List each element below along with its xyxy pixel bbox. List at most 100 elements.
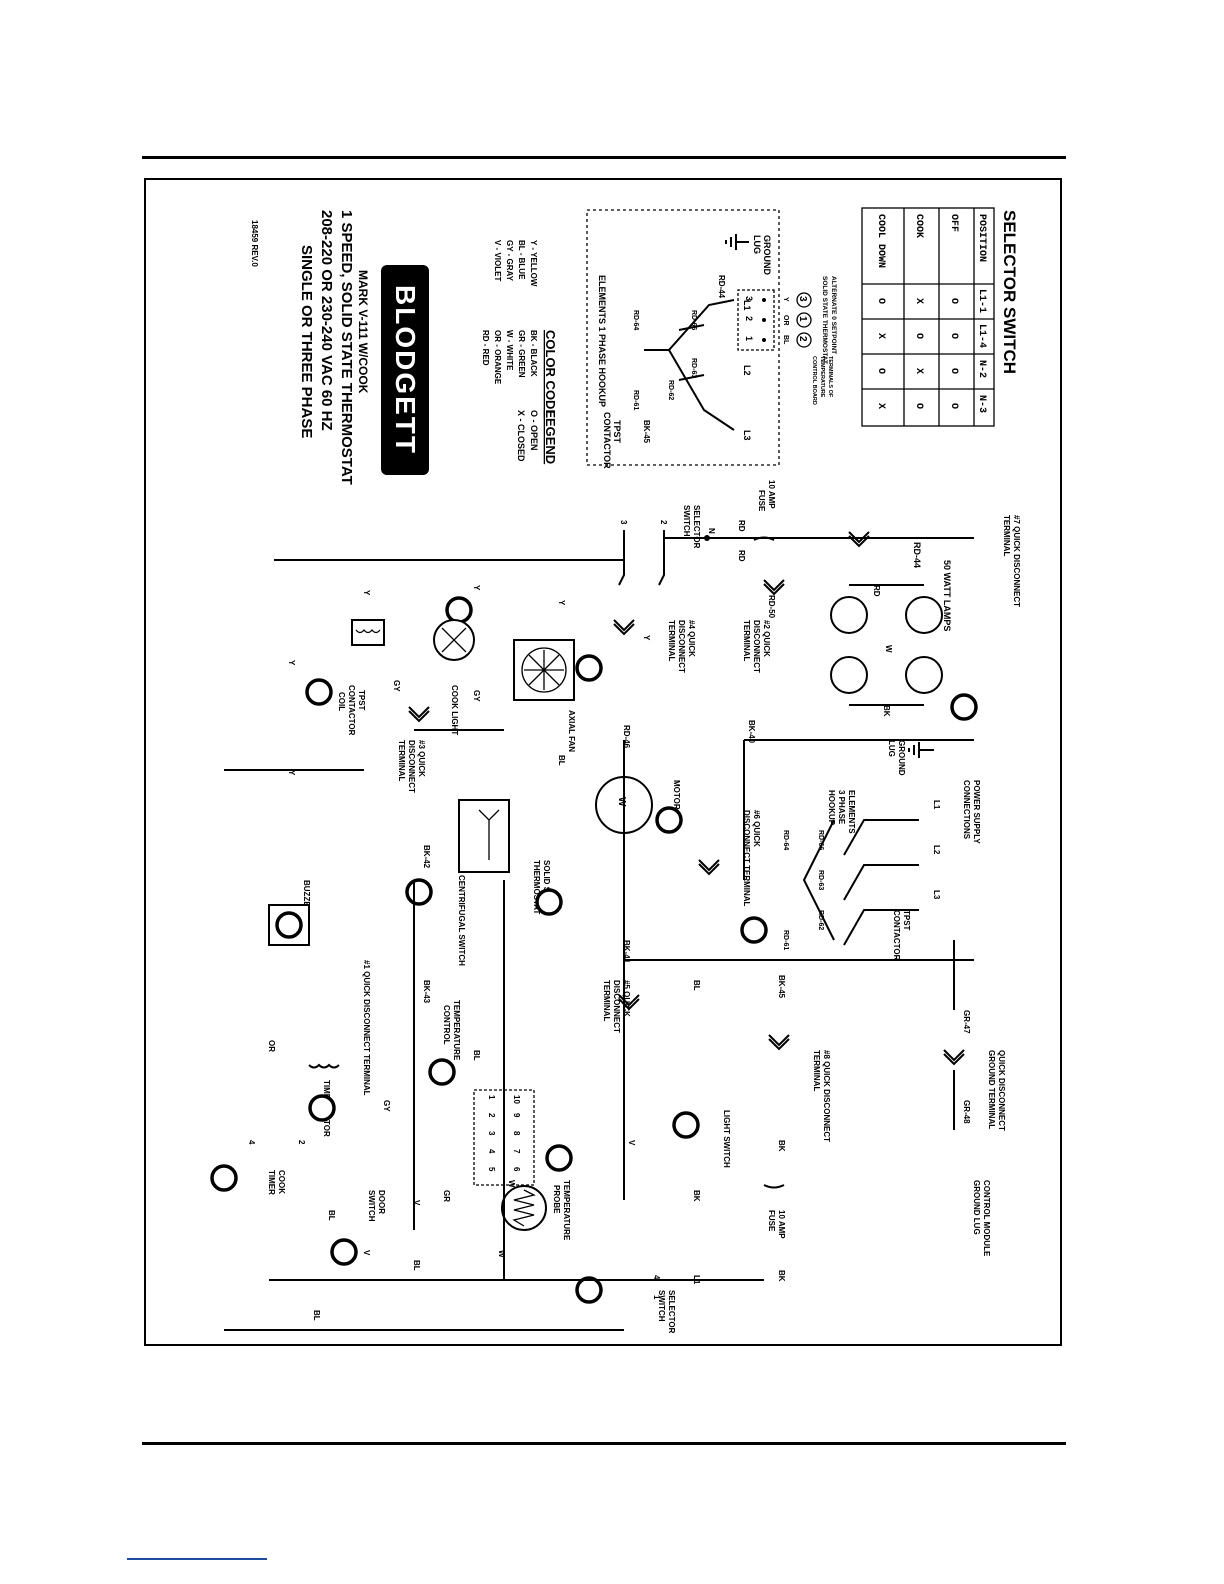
selector-label: SWITCH bbox=[682, 505, 691, 537]
qd7-label: #7 QUICK DISCONNECT bbox=[1012, 515, 1021, 607]
alt-title: ALTERNATE 0 SETPOINT bbox=[830, 276, 837, 354]
contactor-label: TPST bbox=[612, 420, 622, 444]
brand-name: BLODGETT bbox=[390, 285, 421, 455]
cook-light-label: COOK LIGHT bbox=[450, 685, 459, 735]
wire-label-bl: BL bbox=[412, 1260, 421, 1271]
wire-label-y: Y bbox=[472, 585, 481, 591]
control-module-label: CONTROL MODULE bbox=[982, 1180, 991, 1257]
color-item: RD - RED bbox=[481, 330, 490, 366]
callout-ring bbox=[950, 693, 978, 721]
centrifugal-switch-label: CENTRIFUGAL SWITCH bbox=[457, 875, 466, 966]
term-num: 1 bbox=[652, 1295, 661, 1300]
color-item: W - WHITE bbox=[505, 330, 514, 371]
callout-ring bbox=[305, 678, 333, 706]
term-num: 6 bbox=[512, 1167, 521, 1172]
callout-ring bbox=[445, 596, 473, 624]
table-header: N-3 bbox=[976, 395, 987, 413]
table-header: N-2 bbox=[976, 360, 987, 378]
alt-title: SOLID STATE THERMOSTAT bbox=[821, 276, 828, 364]
wire-label-bl: BL bbox=[472, 1050, 481, 1061]
wire-label-gr: GR bbox=[442, 1190, 451, 1202]
callout-ring bbox=[535, 888, 563, 916]
callout-ring bbox=[740, 916, 768, 944]
line-l3: L3 bbox=[742, 430, 752, 441]
term-num: 1 bbox=[487, 1095, 496, 1100]
tpst-coil-label: CONTACTOR bbox=[347, 685, 356, 736]
three-phase-elements bbox=[802, 819, 835, 941]
fuse-label: 10 AMP bbox=[777, 1210, 786, 1239]
wire-label-y: Y bbox=[557, 600, 566, 606]
term-num: 7 bbox=[512, 1149, 521, 1154]
term-num: 9 bbox=[512, 1113, 521, 1118]
qd2-label: TERMINAL bbox=[742, 620, 751, 661]
temp-control-label: CONTROL bbox=[442, 1005, 451, 1045]
line-l1: L1 bbox=[932, 800, 941, 810]
cook-timer-label: COOK bbox=[277, 1170, 286, 1194]
term-num: 2 bbox=[487, 1113, 496, 1118]
power-contactor-switches bbox=[843, 819, 919, 946]
color-item: Y - YELLOW bbox=[529, 240, 538, 287]
alternate-setpoint-block: ALTERNATE 0 SETPOINT SOLID STATE THERMOS… bbox=[737, 276, 837, 405]
timer-motor-icon bbox=[308, 1063, 340, 1069]
table-cell: O bbox=[948, 403, 959, 409]
fuse-label: FUSE bbox=[767, 1210, 776, 1232]
power-supply-label: CONNECTIONS bbox=[962, 780, 971, 840]
ground-lug-label: GROUND bbox=[897, 740, 906, 776]
term-num: 8 bbox=[512, 1131, 521, 1136]
alt-wire: OR bbox=[782, 315, 789, 326]
wire-label-bk: BK bbox=[777, 1140, 786, 1152]
table-cell: O bbox=[875, 368, 886, 374]
door-switch-label: SWITCH bbox=[367, 1190, 376, 1222]
line-l1: L1 bbox=[742, 300, 752, 311]
legend-title: LEGEND bbox=[543, 410, 558, 464]
table-cell: O bbox=[948, 333, 959, 339]
fuse-label: FUSE bbox=[757, 490, 766, 512]
elements-label: HOOKUP bbox=[827, 790, 836, 826]
elements-label: ELEMENTS bbox=[847, 790, 856, 834]
quick-disconnect-5 bbox=[618, 994, 640, 1011]
wire-label-bl: BL bbox=[692, 980, 701, 991]
qd2-label: DISCONNECT bbox=[752, 620, 761, 673]
callout-ring bbox=[428, 1058, 456, 1086]
quick-disconnect-4 bbox=[613, 619, 635, 636]
drawing-number: 18459 REV.0 bbox=[250, 220, 259, 267]
wire-label-n: N bbox=[707, 528, 716, 534]
color-code-block: COLOR CODE BK - BLACK Y - YELLOW GR - GR… bbox=[481, 240, 558, 418]
wire-label-w: W bbox=[497, 1250, 506, 1258]
alt-num: 1 bbox=[744, 336, 754, 341]
qd5-label: #5 QUICK bbox=[622, 980, 631, 1017]
color-item: OR - ORANGE bbox=[493, 330, 502, 385]
term-num: 2 bbox=[659, 520, 668, 525]
wire-label: RD-61 bbox=[632, 390, 639, 410]
lamp-wires bbox=[849, 584, 924, 706]
alt-terms: TERMINALS OF bbox=[827, 356, 833, 398]
title-block: BLODGETT MARK V-111 W/COOK 1 SPEED, SOLI… bbox=[250, 210, 429, 485]
alt-terms: CONTROL BOARD bbox=[811, 356, 817, 405]
wire-label-y: Y bbox=[642, 635, 651, 641]
model-text: MARK V-111 W/COOK bbox=[356, 270, 370, 394]
lamp-icon bbox=[905, 596, 943, 634]
wire-label-v: V bbox=[412, 1200, 421, 1206]
wire-label: RD-63 bbox=[690, 358, 697, 378]
control-module-label: GROUND LUG bbox=[972, 1180, 981, 1235]
alt-terms: TEMPERATURE bbox=[819, 356, 825, 398]
lamp-icon bbox=[830, 656, 868, 694]
qd4-label: DISCONNECT bbox=[677, 620, 686, 673]
wire-label-bk: BK bbox=[882, 705, 891, 717]
legend-item: O - OPEN bbox=[529, 410, 539, 451]
term-num: 10 bbox=[512, 1095, 521, 1104]
selector-switch-top bbox=[618, 530, 665, 586]
fuse-10-amp-top bbox=[753, 536, 775, 541]
callout-ring bbox=[575, 1276, 603, 1304]
ground-label: GROUND bbox=[762, 235, 772, 275]
lamps-label: 50 WATT LAMPS bbox=[942, 560, 952, 631]
diagram-frame: SELECTOR SWITCH POSITION L1-1 L1-4 N-2 N… bbox=[144, 178, 1062, 1346]
legend-block: LEGEND O - OPEN X - CLOSED bbox=[516, 410, 558, 464]
color-item: GY - GRAY bbox=[505, 240, 514, 282]
wire-label: RD-62 bbox=[667, 380, 674, 400]
selector-label: SWITCH bbox=[657, 1290, 666, 1322]
fuse-10-amp-bottom bbox=[763, 1184, 785, 1189]
color-item: BL - BLUE bbox=[517, 240, 526, 280]
table-cell: X bbox=[913, 298, 924, 304]
term-num: 2 bbox=[297, 1140, 306, 1145]
